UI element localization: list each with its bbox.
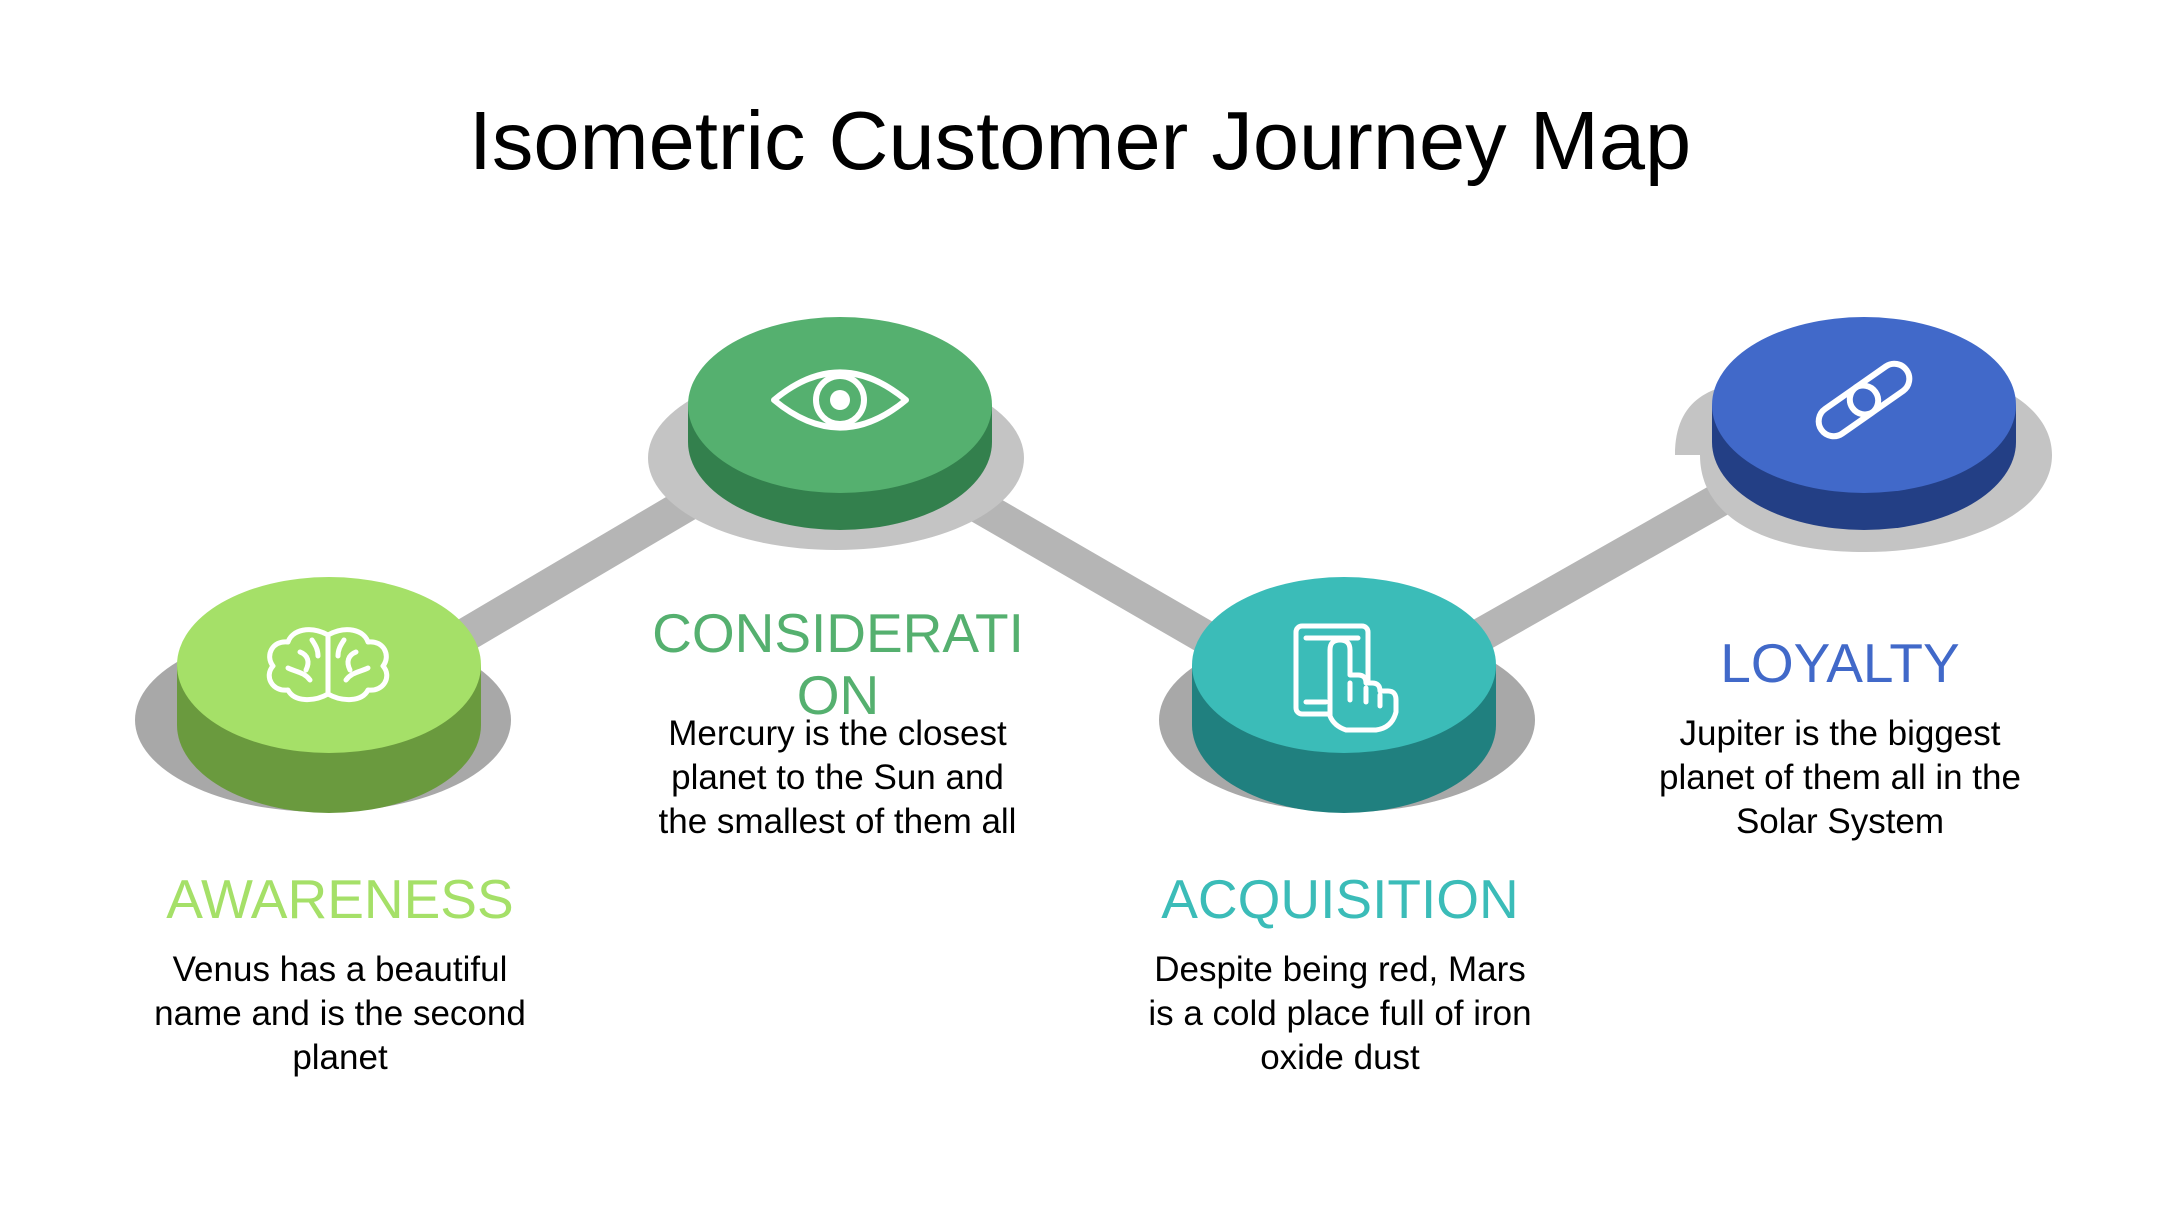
chain-link-icon (1815, 360, 1913, 440)
stage-description-loyalty: Jupiter is the biggest planet of them al… (1659, 714, 2021, 841)
stage-description-acquisition: Despite being red, Mars is a cold place … (1148, 950, 1532, 1077)
brain-icon (266, 627, 390, 702)
node-acquisition (1159, 577, 1535, 813)
stage-title-consideration: CONSIDERATION (652, 602, 1024, 726)
stage-title-acquisition: ACQUISITION (1161, 868, 1519, 930)
node-loyalty (1675, 317, 2052, 552)
stage-description-consideration: Mercury is the closest planet to the Sun… (658, 714, 1017, 841)
stage-description-awareness: Venus has a beautiful name and is the se… (154, 950, 526, 1077)
node-awareness (135, 577, 511, 813)
stage-title-loyalty: LOYALTY (1720, 632, 1960, 694)
eye-icon (771, 369, 909, 431)
journey-connector (313, 403, 1877, 732)
stage-title-awareness: AWARENESS (166, 868, 514, 930)
node-consideration (648, 317, 1024, 550)
node-top (1712, 317, 2016, 493)
tablet-touch-icon (1293, 623, 1399, 733)
page-title: Isometric Customer Journey Map (468, 94, 1692, 187)
